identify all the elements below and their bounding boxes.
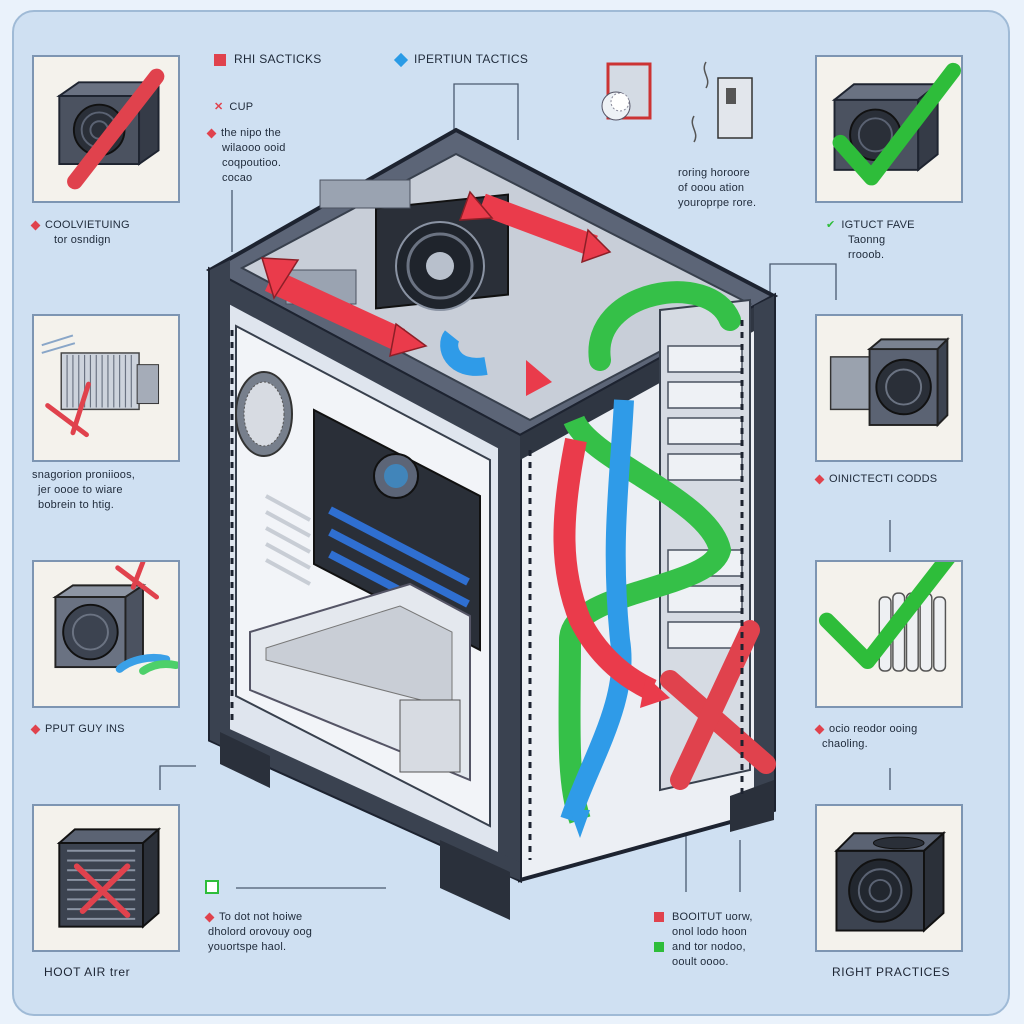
check-icon xyxy=(832,62,961,186)
psu-thumbnail-bad-2 xyxy=(32,560,180,708)
heatsink-thumbnail-bad xyxy=(32,804,180,952)
bullet-icon xyxy=(204,912,215,923)
left-caption-1: COOLVIETUING tor osndign xyxy=(30,218,130,248)
radiator-thumbnail-good xyxy=(815,560,963,708)
bullet-icon xyxy=(30,220,41,231)
pc-case-diagram xyxy=(205,127,779,920)
green-check-box-icon xyxy=(654,942,664,953)
heatsink-icon xyxy=(56,827,162,929)
check-icon xyxy=(818,562,955,670)
psu-shroud xyxy=(249,582,471,782)
bottom-center-right-caption: BOOITUT uorw, onol lodo hoon and tor nod… xyxy=(654,910,753,970)
left-caption-3: PPUT GUY INS xyxy=(30,722,125,737)
motherboard xyxy=(265,408,481,652)
right-caption-3: ocio reodor ooing chaoling. xyxy=(814,722,917,752)
blue-diamond-icon xyxy=(393,52,409,67)
cup-line: ✕CUP xyxy=(214,101,254,113)
cross-icon xyxy=(73,863,131,918)
small-devices-illustration xyxy=(601,61,753,143)
psu-thumbnail-right-bottom xyxy=(815,804,963,952)
intro-text: the nipo the wilaooo ooid coqpoutioo. co… xyxy=(206,126,286,186)
cross-icon xyxy=(45,381,91,438)
airflow-arrows xyxy=(553,281,741,838)
cpu-cooler-fan xyxy=(375,193,509,311)
psu-thumbnail-good xyxy=(815,55,963,203)
psu-icon xyxy=(831,82,941,172)
cross-icon xyxy=(115,562,160,600)
bullet-icon xyxy=(30,724,41,735)
top-center-caption: roring horoore of ooou ation youroprpe r… xyxy=(678,167,757,209)
left-bottom-label: HOOT AIR trer xyxy=(44,965,131,979)
cross-icon: ✕ xyxy=(214,101,224,113)
psu-thumbnail-bad xyxy=(32,55,180,203)
left-heading: RHI SACTICKS xyxy=(214,52,322,66)
cross-icon xyxy=(67,68,165,190)
right-caption-2: OINICTECTI CODDS xyxy=(814,472,937,487)
bullet-icon xyxy=(814,474,825,485)
left-caption-2: snagorion proniioos, jer oooe to wiare b… xyxy=(32,469,136,511)
radiator-thumbnail-bad xyxy=(32,314,180,462)
psu-icon xyxy=(834,831,947,933)
check-bullet-icon: ✔ xyxy=(826,219,836,231)
front-mesh-fan xyxy=(235,371,293,457)
bullet-icon xyxy=(814,724,825,735)
radiator-icon xyxy=(41,334,160,411)
red-square-icon xyxy=(214,53,226,66)
right-caption-1: ✔IGTUCT FAVE Taonng rrooob. xyxy=(826,219,915,261)
checkbox-icon xyxy=(205,880,219,894)
bottom-center-left-caption: To dot not hoiwe dholord orovouy oog you… xyxy=(204,910,312,955)
cross-icon xyxy=(660,620,776,790)
fan-icon xyxy=(829,337,950,428)
fan-icon xyxy=(52,583,178,675)
fan-module-thumbnail xyxy=(815,314,963,462)
right-bottom-label: RIGHT PRACTICES xyxy=(832,965,951,979)
red-check-box-icon xyxy=(654,912,664,923)
right-heading: IPERTIUN TACTICS xyxy=(393,52,528,67)
